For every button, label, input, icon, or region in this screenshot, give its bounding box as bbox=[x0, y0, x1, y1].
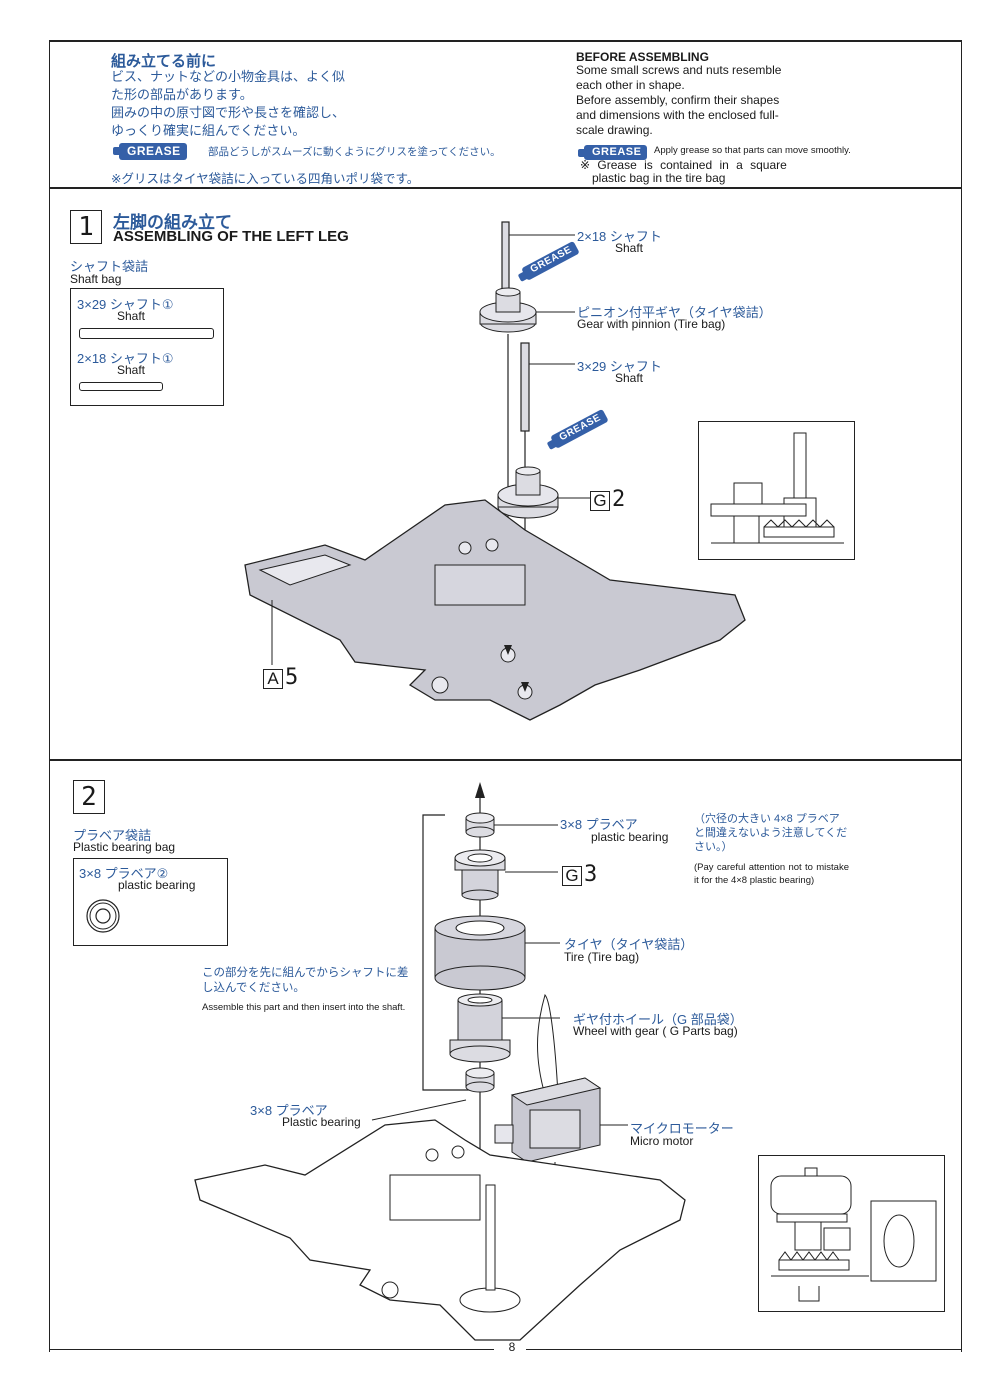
step-number-1: 1 bbox=[70, 210, 102, 244]
gear-mesh-detail-inset bbox=[698, 421, 855, 560]
bearing-bag-jp: プラベア袋詰 bbox=[73, 828, 152, 843]
part-bearing-jp: 3×8 プラベア② bbox=[79, 866, 169, 881]
part-letter-box: A bbox=[263, 669, 283, 689]
footer-line-right bbox=[526, 1349, 961, 1351]
gear-g2-icon bbox=[497, 466, 559, 519]
warning-note-jp: （穴径の大きい 4×8 プラベアと間違えないよう注意してください。） bbox=[694, 813, 848, 853]
part-number: 3 bbox=[584, 862, 598, 887]
callout-wheel-jp: ギヤ付ホイール（G 部品袋） bbox=[573, 1012, 743, 1027]
bearing-bag-box: 3×8 プラベア② plastic bearing bbox=[73, 858, 228, 946]
en-line: Before assembly, confirm their shapes bbox=[576, 93, 780, 107]
tire-icon bbox=[434, 915, 526, 991]
shaft-3x29-icon bbox=[520, 342, 530, 432]
micro-motor-icon bbox=[494, 1077, 602, 1163]
wheel-with-gear-icon bbox=[449, 993, 511, 1063]
step1-diagram bbox=[244, 221, 746, 721]
grease-tube-icon: GREASE bbox=[113, 143, 187, 160]
jp-line: た形の部品があります。 bbox=[111, 87, 253, 102]
step1-en-title: ASSEMBLING OF THE LEFT LEG bbox=[113, 228, 349, 245]
step2-diagram bbox=[194, 782, 686, 1341]
callout-bearing-bottom-jp: 3×8 プラベア bbox=[250, 1103, 328, 1118]
callout-shaft-2x18-en: Shaft bbox=[615, 241, 644, 255]
part-letter-box: G bbox=[562, 866, 582, 886]
bearing-3x8-bottom-icon bbox=[465, 1067, 495, 1093]
jp-line: ビス、ナットなどの小物金具は、よく似 bbox=[111, 69, 346, 84]
jp-body: ビス、ナットなどの小物金具は、よく似 た形の部品があります。 囲みの中の原寸図で… bbox=[111, 68, 345, 140]
jp-grease-text: 部品どうしがスムーズに動くようにグリスを塗ってください。 bbox=[208, 146, 501, 158]
bearing-bag-en: Plastic bearing bag bbox=[73, 840, 176, 854]
callout-tire-jp: タイヤ（タイヤ袋詰） bbox=[564, 937, 694, 952]
jp-line: 囲みの中の原寸図で形や長さを確認し、 bbox=[111, 105, 346, 120]
flanged-bushing-g3-icon bbox=[454, 849, 506, 901]
divider-header bbox=[49, 187, 961, 189]
motor-gear-detail-inset bbox=[758, 1155, 945, 1312]
en-grease-text: Apply grease so that parts can move smoo… bbox=[654, 145, 851, 156]
grease-badge-en: GREASE bbox=[577, 142, 648, 160]
part-shaft-2x18-jp: 2×18 シャフト① bbox=[77, 351, 174, 366]
part-number: 5 bbox=[285, 665, 299, 690]
shaft-bag-en: Shaft bag bbox=[70, 272, 122, 286]
en-body: Some small screws and nuts resemble each… bbox=[576, 63, 781, 138]
en-grease-note-1: ※ Grease is contained in a square bbox=[580, 158, 787, 172]
assemble-note-jp: この部分を先に組んでからシャフトに差し込んでください。 bbox=[202, 967, 409, 994]
bearing-3x8-top-icon bbox=[465, 812, 495, 838]
chassis-outline-icon bbox=[194, 1119, 686, 1341]
up-arrow-icon bbox=[475, 782, 485, 798]
en-grease-note-2: plastic bag in the tire bag bbox=[592, 171, 726, 185]
part-number: 2 bbox=[612, 487, 626, 512]
gear-with-pinion-icon bbox=[479, 287, 537, 333]
part-letter-box: G bbox=[590, 491, 610, 511]
grease-tube-icon: GREASE bbox=[577, 145, 648, 160]
motor-gear-detail-drawing bbox=[770, 1167, 937, 1302]
callout-shaft-3x29-en: Shaft bbox=[615, 371, 644, 385]
en-line: each other in shape. bbox=[576, 78, 685, 92]
jp-grease-note: ※グリスはタイヤ袋詰に入っている四角いポリ袋です。 bbox=[111, 172, 420, 186]
grease-badge: GREASE bbox=[113, 142, 187, 160]
en-title: BEFORE ASSEMBLING bbox=[576, 50, 709, 64]
chassis-a5-icon bbox=[244, 499, 746, 721]
callout-tire-en: Tire (Tire bag) bbox=[564, 950, 640, 964]
shaft-2x18-icon bbox=[501, 221, 510, 291]
gear-mesh-detail-drawing bbox=[710, 432, 844, 544]
bearing-drawing-icon bbox=[86, 899, 120, 933]
callout-bearing-top-jp: 3×8 プラベア bbox=[560, 817, 638, 832]
en-line: and dimensions with the enclosed full- bbox=[576, 108, 779, 122]
callout-bearing-top-en: plastic bearing bbox=[591, 830, 669, 844]
callout-motor-en: Micro motor bbox=[630, 1134, 694, 1148]
part-bearing-en: plastic bearing bbox=[118, 878, 196, 892]
callout-shaft-3x29-jp: 3×29 シャフト bbox=[577, 359, 662, 374]
shaft-bag-jp: シャフト袋詰 bbox=[70, 259, 149, 274]
part-shaft-3x29-en: Shaft bbox=[117, 309, 146, 323]
callout-gear-pinion-en: Gear with pinnion (Tire bag) bbox=[577, 317, 726, 331]
shaft-bag-box: 3×29 シャフト① Shaft 2×18 シャフト① Shaft bbox=[70, 288, 224, 406]
callout-shaft-2x18-jp: 2×18 シャフト bbox=[577, 229, 662, 244]
callout-bearing-bottom-en: Plastic bearing bbox=[282, 1115, 361, 1129]
page-number: 8 bbox=[508, 1340, 516, 1354]
divider-step2 bbox=[49, 759, 961, 761]
shaft-3x29-drawing bbox=[79, 328, 214, 339]
warning-note-en: (Pay careful attention not to mistake it… bbox=[694, 862, 849, 886]
step1-jp-title: 左脚の組み立て bbox=[113, 213, 232, 232]
assemble-note-en: Assemble this part and then insert into … bbox=[202, 1002, 406, 1013]
callout-motor-jp: マイクロモーター bbox=[630, 1121, 734, 1136]
jp-title: 組み立てる前に bbox=[111, 53, 217, 70]
shaft-2x18-drawing bbox=[79, 382, 163, 391]
jp-line: ゆっくり確実に組んでください。 bbox=[111, 123, 306, 138]
top-border bbox=[49, 40, 961, 42]
step-number-2: 2 bbox=[73, 780, 105, 814]
part-shaft-3x29-jp: 3×29 シャフト① bbox=[77, 297, 174, 312]
en-line: Some small screws and nuts resemble bbox=[576, 63, 782, 77]
part-shaft-2x18-en: Shaft bbox=[117, 363, 146, 377]
page-frame bbox=[49, 40, 962, 1352]
en-line: scale drawing. bbox=[576, 123, 653, 137]
callout-wheel-en: Wheel with gear ( G Parts bag) bbox=[573, 1024, 738, 1038]
callout-gear-pinion-jp: ピニオン付平ギヤ（タイヤ袋詰） bbox=[577, 305, 772, 320]
footer-line-left bbox=[49, 1349, 494, 1351]
